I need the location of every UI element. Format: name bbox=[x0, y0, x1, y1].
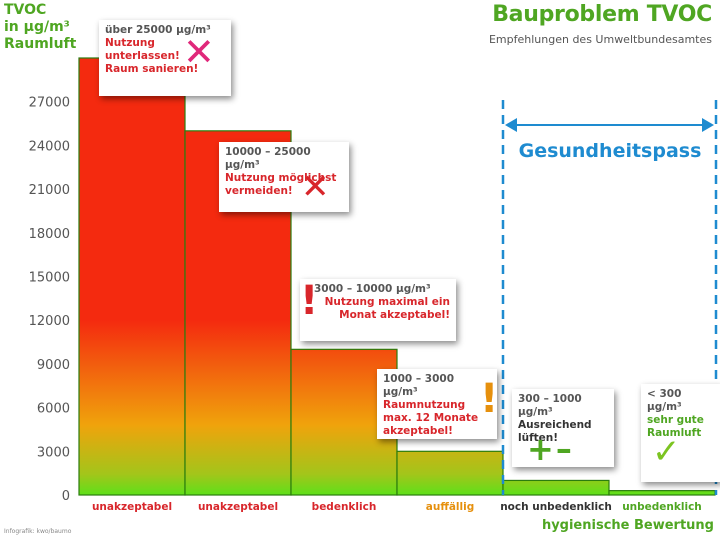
note-text: Raumnutzung max. 12 Monate akzeptabel! bbox=[383, 399, 479, 437]
note-text: Nutzung unterlassen! Raum sanieren! bbox=[105, 37, 199, 75]
y-tick-label: 21000 bbox=[29, 183, 70, 198]
y-axis-title: TVOC in µg/m³ Raumluft bbox=[4, 2, 77, 52]
x-axis-title: hygienische Bewertung bbox=[541, 518, 714, 533]
bar-1 bbox=[78, 57, 186, 496]
note-text: sehr gute Raumluft bbox=[647, 414, 704, 439]
y-tick-label: 9000 bbox=[37, 358, 70, 373]
note-text: Ausreichend lüften! bbox=[518, 419, 592, 444]
y-tick-label: 24000 bbox=[29, 139, 70, 154]
note-300-1000: 300 – 1000 µg/m³ Ausreichend lüften! bbox=[512, 389, 614, 467]
page-title: Bauproblem TVOC bbox=[492, 2, 712, 27]
y-tick-label: 6000 bbox=[37, 402, 70, 417]
exclamation-icon: ! bbox=[300, 278, 319, 324]
x-tick-label: auffällig bbox=[426, 501, 474, 513]
note-range: 300 – 1000 µg/m³ bbox=[518, 393, 582, 418]
x-tick-label: unakzeptabel bbox=[92, 501, 172, 513]
note-1000-3000: 1000 – 3000 µg/m³ Raumnutzung max. 12 Mo… bbox=[377, 369, 497, 439]
note-text: Nutzung maximal ein Monat akzeptabel! bbox=[324, 296, 450, 321]
y-tick-label: 18000 bbox=[29, 227, 70, 242]
page-subtitle: Empfehlungen des Umweltbundesamtes bbox=[488, 33, 712, 46]
pass-arrow-left-head bbox=[505, 118, 517, 132]
plus-minus-icon: +– bbox=[527, 430, 574, 468]
credit-text: Infografik: kwo/baumo bbox=[4, 528, 72, 535]
note-over-25000: über 25000 µg/m³ Nutzung unterlassen! Ra… bbox=[99, 20, 231, 96]
x-mark-icon: ✕ bbox=[183, 30, 215, 74]
x-tick-label: unbedenklich bbox=[622, 501, 702, 513]
note-3000-10000: 3000 – 10000 µg/m³ Nutzung maximal ein M… bbox=[300, 279, 456, 341]
note-range: 10000 – 25000 µg/m³ bbox=[225, 146, 311, 171]
bar-6 bbox=[608, 490, 716, 496]
y-tick-label: 0 bbox=[62, 489, 70, 504]
y-tick-label: 15000 bbox=[29, 271, 70, 286]
bar-4 bbox=[396, 450, 504, 496]
x-tick-label: bedenklich bbox=[312, 501, 377, 513]
gesundheitspass-label: Gesundheitspass bbox=[518, 140, 702, 162]
y-tick-label: 3000 bbox=[37, 445, 70, 460]
x-tick-label: unakzeptabel bbox=[198, 501, 278, 513]
note-under-300: < 300 µg/m³ sehr gute Raumluft bbox=[641, 384, 720, 482]
bar-5 bbox=[502, 479, 610, 496]
note-range: 3000 – 10000 µg/m³ bbox=[314, 283, 431, 295]
check-icon: ✓ bbox=[652, 432, 681, 472]
note-range: über 25000 µg/m³ bbox=[105, 24, 211, 36]
note-10000-25000: 10000 – 25000 µg/m³ Nutzung möglichst ve… bbox=[219, 142, 349, 212]
y-tick-label: 12000 bbox=[29, 314, 70, 329]
x-tick-label: noch unbedenklich bbox=[500, 501, 612, 513]
x-mark-icon: ✕ bbox=[301, 167, 330, 207]
exclamation-icon: ! bbox=[480, 376, 499, 422]
y-tick-label: 27000 bbox=[29, 96, 70, 111]
note-text: Nutzung möglichst vermeiden! bbox=[225, 172, 337, 197]
note-range: < 300 µg/m³ bbox=[647, 388, 682, 413]
note-range: 1000 – 3000 µg/m³ bbox=[383, 373, 455, 398]
pass-arrow-right-head bbox=[702, 118, 714, 132]
